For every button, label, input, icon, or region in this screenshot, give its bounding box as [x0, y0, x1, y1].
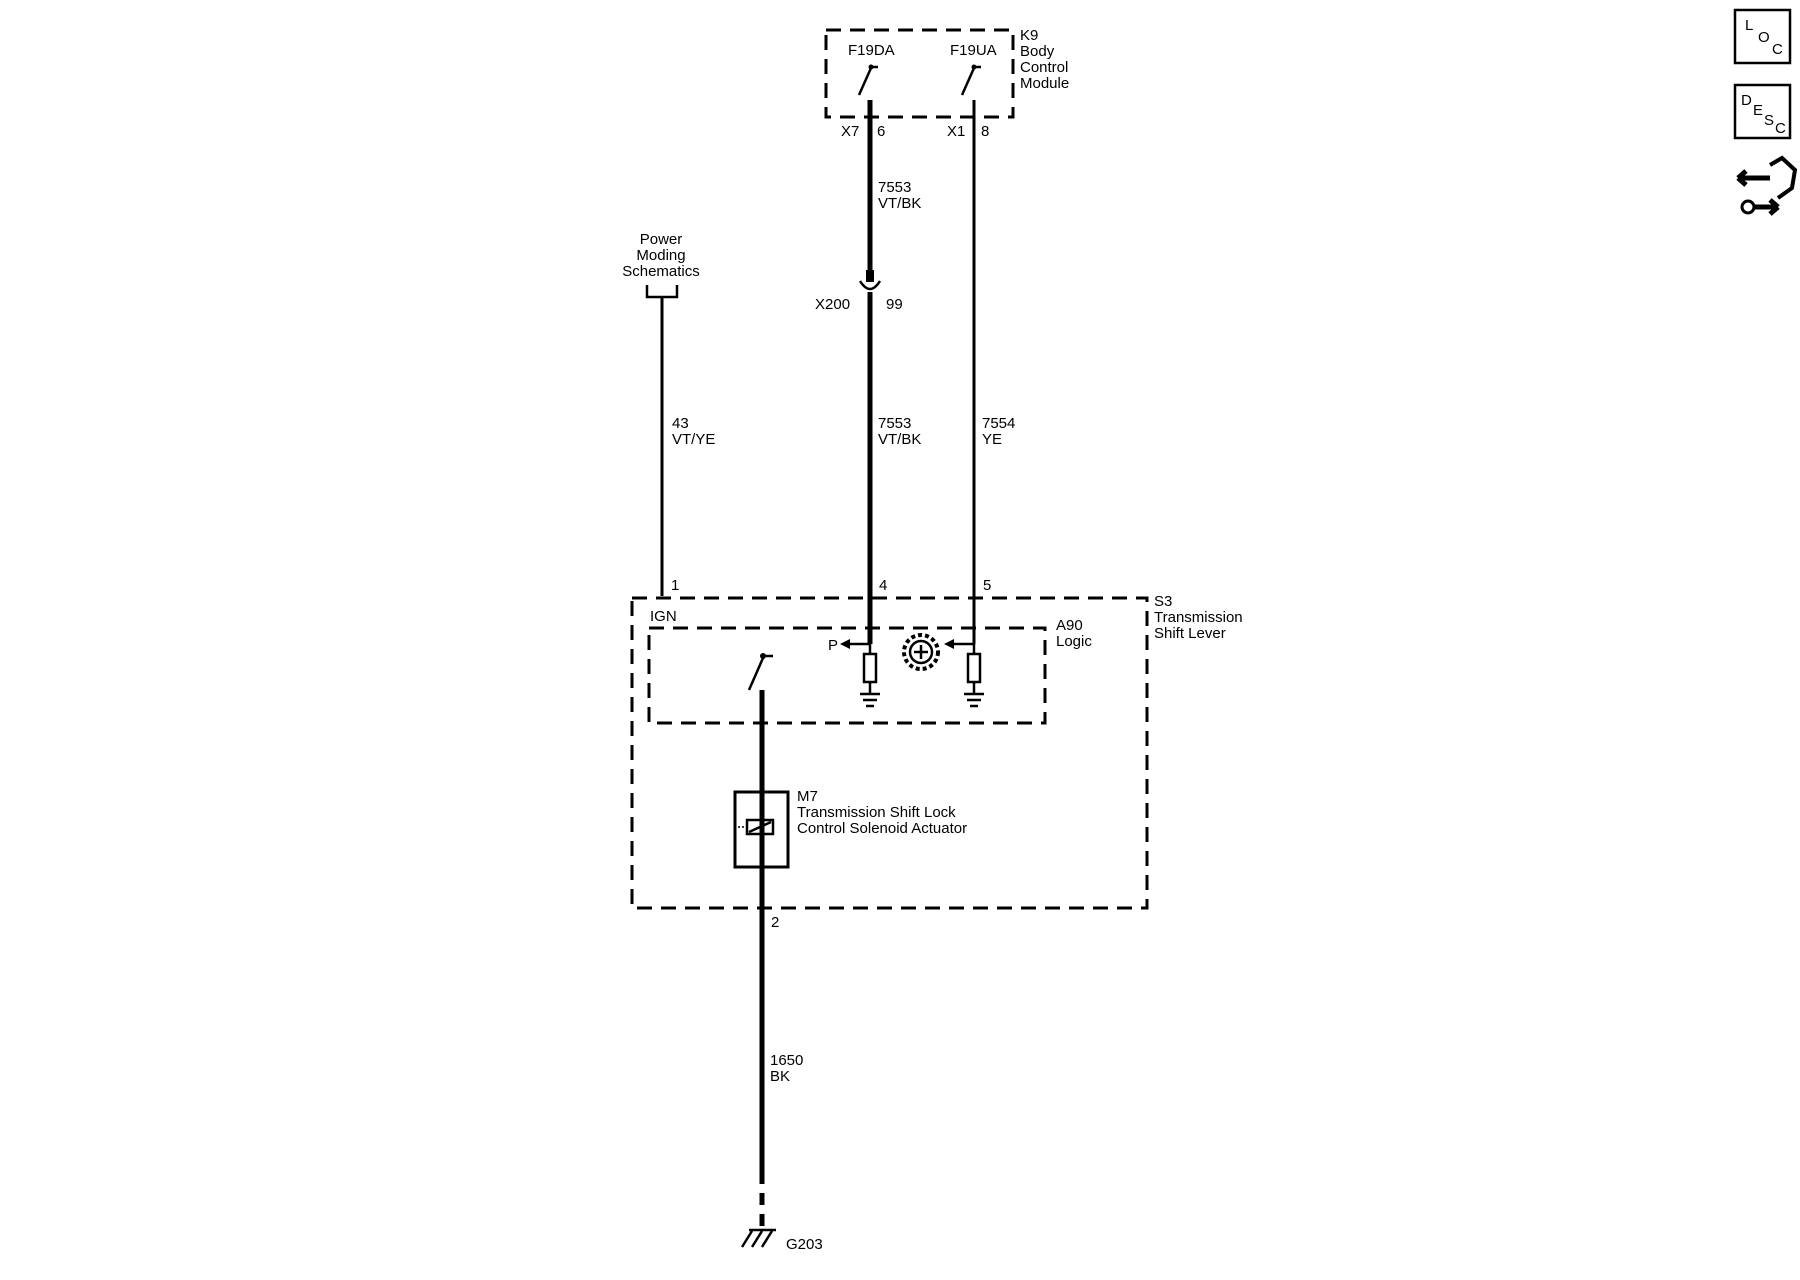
- inline-connector-x200: X200 99: [815, 270, 903, 313]
- pin4-pulldown-resistor: [860, 644, 880, 708]
- k9-pin-x7: 6: [877, 123, 885, 140]
- m7-ref: M7: [797, 788, 818, 805]
- k9-connector-x1: X1: [947, 123, 965, 140]
- loc-letter-c: C: [1772, 41, 1783, 58]
- k9-output-switch-left: [857, 64, 878, 96]
- s3-name-line-1: Transmission: [1154, 609, 1243, 626]
- power-moding-reference[interactable]: Power Moding Schematics: [622, 231, 700, 299]
- pin5-pulldown-resistor: [964, 644, 984, 708]
- wire-7553-upper-circuit: 7553: [878, 179, 911, 196]
- wire-7553: 7553 VT/BK 7553 VT/BK: [867, 100, 921, 644]
- loc-letter-o: O: [1758, 29, 1770, 46]
- wire-7554-circuit: 7554: [982, 415, 1015, 432]
- k9-module-outline: [824, 28, 1015, 119]
- description-view-button[interactable]: D E S C: [1733, 83, 1792, 140]
- wire-7553-lower-circuit: 7553: [878, 415, 911, 432]
- k9-name-line-1: Body: [1020, 43, 1055, 60]
- a90-logic-outline: [647, 626, 1047, 725]
- k9-name-line-3: Module: [1020, 75, 1069, 92]
- s3-pin-4: 4: [879, 577, 887, 594]
- a90-ref: A90: [1056, 617, 1083, 634]
- s3-ign-label: IGN: [650, 608, 677, 625]
- k9-name-line-2: Control: [1020, 59, 1068, 76]
- wire-43-circuit: 43: [672, 415, 689, 432]
- x200-connector: X200: [815, 296, 850, 313]
- loc-letter-l: L: [1745, 17, 1753, 34]
- reference-line-2: Moding: [636, 247, 685, 264]
- wire-7554: 7554 YE: [972, 100, 1015, 644]
- desc-letter-e: E: [1753, 102, 1763, 119]
- x200-pin: 99: [886, 296, 903, 313]
- connector-service-icon[interactable]: [1736, 155, 1798, 216]
- ground-g203: G203: [740, 1228, 823, 1253]
- k9-pin-x1: 8: [981, 123, 989, 140]
- wire-7553-lower-color: VT/BK: [878, 431, 921, 448]
- park-indicator-arrow: P: [828, 637, 870, 654]
- m7-solenoid-actuator: M7 Transmission Shift Lock Control Solen…: [733, 788, 967, 869]
- k9-connector-x7: X7: [841, 123, 859, 140]
- wire-7554-color: YE: [982, 431, 1002, 448]
- s3-pin-1: 1: [671, 577, 679, 594]
- k9-body-control-module: K9 Body Control Module F19DA F19UA X7 6 …: [824, 27, 1069, 140]
- reference-line-3: Schematics: [622, 263, 700, 280]
- wire-1650-circuit: 1650: [770, 1052, 803, 1069]
- s3-pin-5: 5: [983, 577, 991, 594]
- ign-switch-symbol: [747, 653, 773, 691]
- pin5-input-arrow: [944, 639, 974, 649]
- wire-1650: 1650 BK: [759, 690, 803, 1228]
- a90-name: Logic: [1056, 633, 1092, 650]
- desc-letter-d: D: [1741, 92, 1752, 109]
- k9-output-switch-right: [960, 64, 981, 96]
- wire-1650-color: BK: [770, 1068, 790, 1085]
- s3-ref: S3: [1154, 593, 1172, 610]
- desc-letter-s: S: [1764, 112, 1774, 129]
- s3-pin-2: 2: [771, 914, 779, 931]
- wire-43-color: VT/YE: [672, 431, 715, 448]
- m7-name-line-2: Control Solenoid Actuator: [797, 820, 967, 837]
- wire-43: 43 VT/YE: [660, 297, 715, 596]
- desc-letter-c: C: [1775, 120, 1786, 137]
- k9-ref: K9: [1020, 27, 1038, 44]
- k9-output-f19ua: F19UA: [950, 42, 997, 59]
- wire-7553-upper-color: VT/BK: [878, 195, 921, 212]
- park-label: P: [828, 637, 838, 654]
- location-view-button[interactable]: L O C: [1733, 8, 1792, 65]
- gear-position-sensor-icon: [902, 633, 940, 671]
- ground-ref: G203: [786, 1236, 823, 1253]
- reference-line-1: Power: [640, 231, 683, 248]
- k9-output-f19da: F19DA: [848, 42, 895, 59]
- s3-transmission-shift-lever: S3 Transmission Shift Lever 1 4 5 IGN A9…: [630, 577, 1243, 931]
- m7-name-line-1: Transmission Shift Lock: [797, 804, 956, 821]
- s3-name-line-2: Shift Lever: [1154, 625, 1226, 642]
- s3-module-outline: [630, 596, 1149, 910]
